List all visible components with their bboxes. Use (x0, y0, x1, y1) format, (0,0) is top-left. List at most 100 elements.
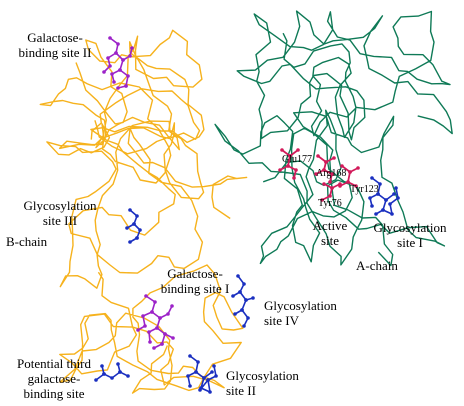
atom-dot (153, 300, 157, 304)
label-glycosylation-site-1: Glycosylation site I (373, 220, 447, 250)
atom-dot (121, 58, 125, 62)
atom-dot (212, 364, 216, 368)
atom-dot (125, 226, 129, 230)
atom-dot (322, 168, 326, 172)
atom-dot (186, 374, 190, 378)
atom-dot (294, 168, 298, 172)
atom-dot (126, 374, 130, 378)
atom-dot (384, 198, 388, 202)
atom-dot (147, 330, 151, 334)
atom-dot (118, 68, 122, 72)
atom-dot (376, 192, 380, 196)
atom-dot (130, 46, 134, 50)
atom-dot (112, 80, 116, 84)
atom-dot (348, 170, 352, 174)
atom-dot (138, 228, 142, 232)
atom-dot (378, 182, 382, 186)
atom-dot (324, 160, 328, 164)
atom-dot (136, 328, 140, 332)
atom-dot (150, 310, 154, 314)
atom-dot (106, 56, 110, 60)
atom-dot (368, 196, 372, 200)
atom-dot (141, 314, 145, 318)
atom-dot (188, 384, 192, 388)
label-galactose-binding-site-1: Galactose- binding site I (160, 266, 230, 296)
atom-dot (171, 336, 175, 340)
atom-dot (152, 346, 156, 350)
atom-dot (158, 316, 162, 320)
b-chain-trace (59, 264, 244, 394)
atom-dot (155, 326, 159, 330)
atom-dot (124, 84, 128, 88)
label-residue-glu: Glu177 (282, 154, 312, 165)
atom-dot (208, 390, 212, 394)
galactose-ligand-site-1 (136, 294, 175, 350)
atom-dot (94, 378, 98, 382)
atom-dot (135, 214, 139, 218)
atom-dot (128, 208, 132, 212)
atom-dot (110, 72, 114, 76)
atom-dot (394, 186, 398, 190)
atom-dot (102, 372, 106, 376)
atom-dot (214, 374, 218, 378)
atom-dot (135, 236, 139, 240)
atom-dot (144, 294, 148, 298)
glycan-site-4 (231, 274, 255, 328)
glycan-potential-third-site (94, 362, 130, 382)
b-chain-backbone (39, 29, 248, 394)
glycan-site-1 (368, 176, 400, 216)
atom-dot (231, 294, 235, 298)
atom-dot (210, 370, 214, 374)
atom-dot (278, 168, 282, 172)
glycan-site-2 (186, 354, 218, 394)
atom-dot (238, 290, 242, 294)
atom-dot (314, 172, 318, 176)
atom-dot (330, 186, 334, 190)
glycan-site-3 (125, 208, 142, 244)
atom-dot (381, 208, 385, 212)
atom-dot (128, 54, 132, 58)
label-residue-tyr-2: Tyr76 (318, 198, 342, 209)
atom-dot (396, 196, 400, 200)
atom-dot (332, 156, 336, 160)
atom-dot (114, 51, 118, 55)
atom-dot (330, 172, 334, 176)
atom-dot (188, 354, 192, 358)
atom-dot (244, 298, 248, 302)
atom-dot (354, 184, 358, 188)
atom-dot (236, 274, 240, 278)
atom-dot (163, 332, 167, 336)
a-chain-backbone (214, 10, 453, 267)
atom-dot (143, 324, 147, 328)
atom-dot (108, 36, 112, 40)
label-glycosylation-site-3: Glycosylation site III (23, 198, 97, 228)
label-residue-arg: Arg168 (316, 168, 347, 179)
label-potential-third-galactose-binding-site: Potential third galactose- binding site (16, 356, 92, 401)
label-galactose-binding-site-2: Galactose- binding site II (18, 30, 92, 60)
atom-dot (316, 154, 320, 158)
atom-dot (206, 378, 210, 382)
atom-dot (242, 282, 246, 286)
atom-dot (322, 182, 326, 186)
atom-dot (160, 342, 164, 346)
atom-dot (296, 148, 300, 152)
atom-dot (346, 180, 350, 184)
a-chain-trace (236, 10, 453, 141)
atom-dot (328, 180, 332, 184)
atom-dot (340, 164, 344, 168)
atom-dot (196, 360, 200, 364)
atom-dot (126, 74, 130, 78)
atom-dot (116, 362, 120, 366)
galactose-ligand-site-2 (102, 36, 134, 90)
atom-dot (194, 370, 198, 374)
label-a-chain: A-chain (356, 258, 398, 273)
atom-dot (356, 166, 360, 170)
atom-dot (166, 312, 170, 316)
atom-dot (374, 212, 378, 216)
atom-dot (108, 64, 112, 68)
atom-dot (148, 340, 152, 344)
atom-dot (370, 204, 374, 208)
label-glycosylation-site-2: Glycosylation site II (226, 368, 299, 398)
